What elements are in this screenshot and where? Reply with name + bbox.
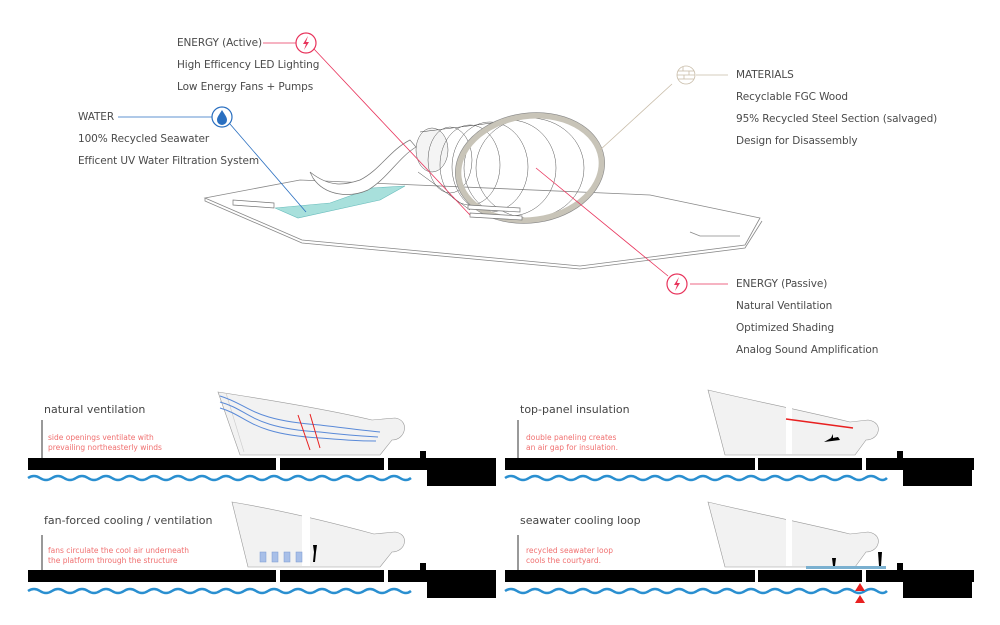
arrow-up-icon	[855, 595, 865, 603]
person-lying-icon	[824, 434, 840, 442]
callout-heading: ENERGY (Active)	[177, 37, 262, 49]
section-fan-forced-cooling	[27, 501, 496, 598]
section-seawater-cooling-loop	[504, 501, 974, 603]
bench	[232, 199, 275, 209]
person-icon	[313, 545, 317, 562]
canopy-section	[707, 389, 879, 456]
callout-item: High Efficency LED Lighting	[177, 59, 320, 71]
pavilion-benches	[467, 204, 523, 221]
canopy-section	[231, 501, 405, 568]
section-title: seawater cooling loop	[520, 514, 641, 527]
callout-item: Analog Sound Amplification	[736, 344, 879, 356]
lightning-bolt-icon	[666, 273, 688, 295]
pool	[274, 185, 406, 219]
callout-heading: ENERGY (Passive)	[736, 278, 828, 290]
callout-item: Design for Disassembly	[736, 135, 858, 147]
wind-arrows	[219, 395, 381, 442]
energy-active-callout: ENERGY (Active) High Efficency LED Light…	[177, 32, 319, 98]
person-icon	[878, 552, 882, 566]
section-note: double paneling creates an air gap for i…	[526, 433, 619, 452]
section-natural-ventilation	[27, 391, 496, 486]
water-wave	[504, 474, 888, 482]
section-title: natural ventilation	[44, 403, 146, 416]
section-note: fans circulate the cool air underneath t…	[48, 546, 190, 565]
arrow-up-icon	[855, 583, 865, 591]
section-note: recycled seawater loop cools the courtya…	[526, 546, 613, 565]
water-wave	[504, 587, 888, 595]
cooling-water-surface	[806, 566, 886, 569]
fan-icons	[259, 551, 303, 563]
callout-item: Recyclable FGC Wood	[736, 91, 849, 103]
canopy-section	[217, 391, 405, 456]
pavilion-ring	[455, 112, 605, 224]
wood-grain-icon	[676, 65, 696, 85]
callout-item: Efficent UV Water Filtration System	[78, 155, 259, 167]
section-title: top-panel insulation	[520, 403, 630, 416]
callout-item: Optimized Shading	[736, 322, 835, 334]
water-callout: WATER 100% Recycled Seawater Efficent UV…	[78, 106, 259, 172]
canopy-section	[707, 501, 879, 568]
materials-callout: MATERIALS Recyclable FGC Wood 95% Recycl…	[736, 64, 937, 152]
water-drop-icon	[211, 106, 233, 128]
section-title: fan-forced cooling / ventilation	[44, 514, 213, 527]
lightning-bolt-icon	[295, 32, 317, 54]
water-wave	[27, 474, 412, 482]
insulation-panel	[785, 418, 854, 429]
water-wave	[27, 587, 412, 595]
callout-heading: MATERIALS	[736, 69, 794, 81]
callout-item: 100% Recycled Seawater	[78, 133, 210, 145]
section-top-panel-insulation	[504, 389, 974, 486]
pavilion-tube	[415, 117, 585, 219]
energy-passive-callout: ENERGY (Passive) Natural Ventilation Opt…	[736, 273, 878, 361]
callout-item: 95% Recycled Steel Section (salvaged)	[736, 113, 938, 125]
section-note: side openings ventilate with prevailing …	[48, 433, 162, 452]
callout-item: Natural Ventilation	[736, 300, 833, 312]
callout-heading: WATER	[78, 111, 115, 123]
person-icon	[832, 558, 836, 566]
callout-item: Low Energy Fans + Pumps	[177, 81, 314, 93]
